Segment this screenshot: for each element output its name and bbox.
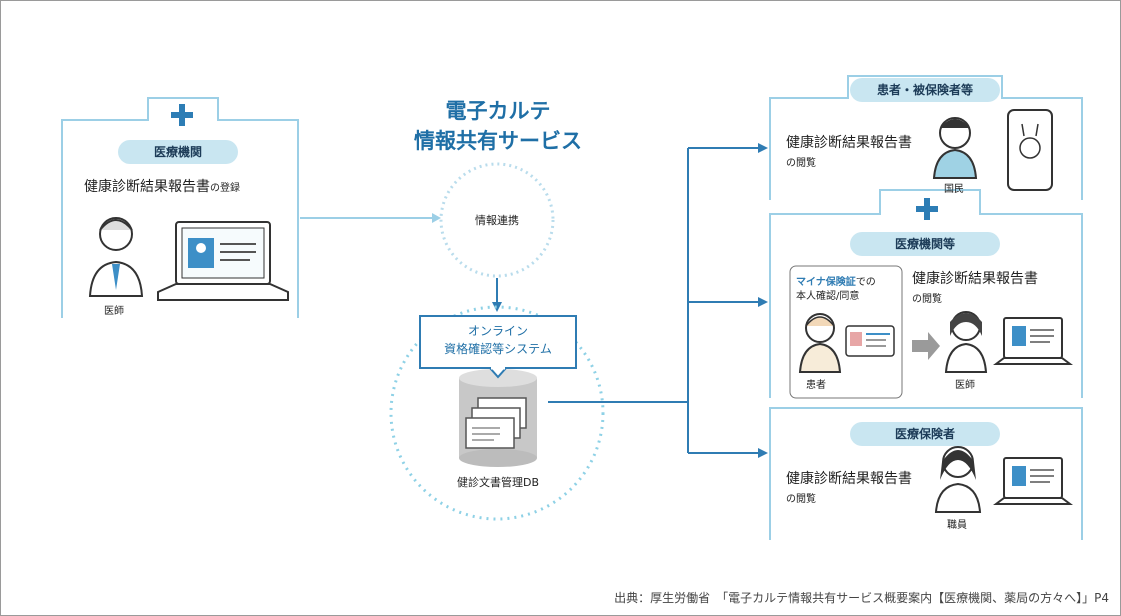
right-bottom-outline: [769, 407, 1083, 540]
info-link-label: 情報連携: [475, 214, 519, 227]
my-number-insurance-card: マイナ保険証: [796, 277, 856, 288]
system-label: オンライン 資格確認等システム: [420, 322, 576, 358]
right-mid-text-sub: の閲覧: [912, 294, 942, 305]
medical-cross-icon: [916, 198, 938, 220]
card-confirm-line1: マイナ保険証での: [796, 276, 876, 290]
tag-medical-institutions-etc: 医療機関等: [850, 232, 1000, 256]
service-title-line2: 情報共有サービス: [414, 129, 582, 153]
medical-cross-icon: [171, 104, 193, 126]
gray-arrow: [912, 332, 940, 360]
info-link-circle: [439, 162, 555, 278]
left-register-text: 健康診断結果報告書の登録: [84, 176, 240, 196]
right-top-text-main: 健康診断結果報告書: [786, 135, 912, 151]
db-dotted-circle: [389, 305, 605, 521]
service-title-line1: 電子カルテ: [445, 99, 551, 123]
arrowhead-circle-to-system: [492, 302, 502, 312]
service-title: 電子カルテ 情報共有サービス: [398, 96, 598, 156]
tag-patients-insured: 患者・被保険者等: [850, 78, 1000, 102]
right-mid-text-main: 健康診断結果報告書: [912, 271, 1038, 287]
tag-health-insurer: 医療保険者: [850, 422, 1000, 446]
right-bottom-text-main: 健康診断結果報告書: [786, 471, 912, 487]
right-mid-house-outline: [769, 189, 1083, 398]
arrowhead-left-to-circle: [432, 213, 441, 223]
right-mid-doctor-label: 医師: [955, 380, 975, 391]
card-confirm-text: マイナ保険証での 本人確認/同意: [796, 276, 876, 304]
system-box-border: [419, 315, 577, 369]
tag-medical-institution: 医療機関: [118, 140, 238, 164]
citizen-label: 国民: [944, 184, 964, 195]
right-top-house-outline: [769, 75, 1083, 200]
right-top-text-sub: の閲覧: [786, 158, 816, 169]
card-confirm-line2: 本人確認/同意: [796, 291, 860, 302]
left-house-outline: [61, 97, 299, 318]
system-label-line1: オンライン: [467, 324, 528, 338]
system-label-line2: 資格確認等システム: [444, 342, 552, 356]
left-register-main: 健康診断結果報告書: [84, 179, 210, 195]
staff-label: 職員: [947, 520, 967, 531]
left-register-suffix: の登録: [210, 183, 240, 194]
source-citation: 出典：厚生労働省 「電子カルテ情報共有サービス概要案内【医療機関、薬局の方々へ】…: [614, 591, 1109, 605]
db-label: 健診文書管理DB: [456, 476, 540, 489]
left-doctor-label: 医師: [104, 306, 124, 317]
right-bottom-text-sub: の閲覧: [786, 494, 816, 505]
patient-label: 患者: [806, 380, 826, 391]
card-confirm-line1-rest: での: [855, 277, 876, 288]
